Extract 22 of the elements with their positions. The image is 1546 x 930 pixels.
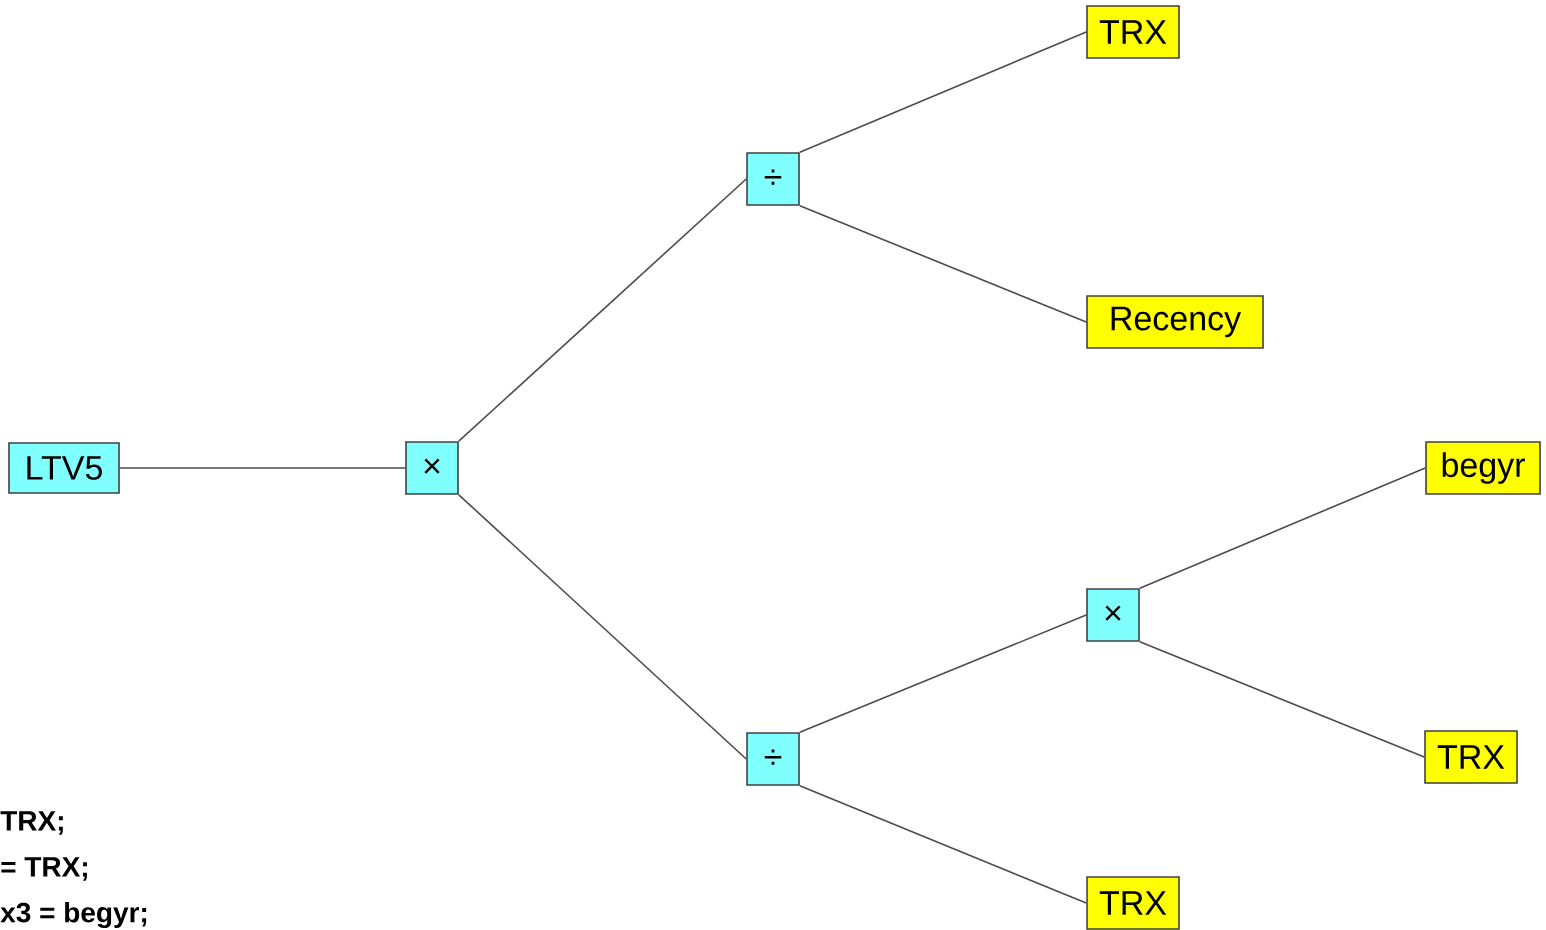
operator-box: ÷ (746, 152, 800, 206)
terminal-box: TRX (1424, 730, 1518, 784)
code-line: x3 = begyr; (0, 901, 147, 929)
code-line: TRX; (0, 811, 63, 835)
connector-line (799, 31, 1087, 153)
operator-box: ÷ (746, 732, 800, 786)
operator-box: × (405, 441, 459, 495)
variable-box: LTV5 (8, 442, 120, 494)
terminal-box: begyr (1425, 441, 1541, 495)
connector-line (799, 614, 1087, 733)
connector-line (799, 785, 1087, 904)
connector-line (799, 205, 1087, 323)
operator-box: × (1086, 588, 1140, 642)
connector-line (1139, 467, 1426, 589)
terminal-box: TRX (1086, 5, 1180, 59)
code-line: = TRX; (1, 857, 87, 881)
connector-line (119, 467, 406, 469)
terminal-box: Recency (1086, 295, 1264, 349)
connector-line (1139, 641, 1425, 758)
connector-line (458, 494, 747, 760)
terminal-box: TRX (1086, 876, 1180, 930)
connector-line (458, 178, 747, 442)
